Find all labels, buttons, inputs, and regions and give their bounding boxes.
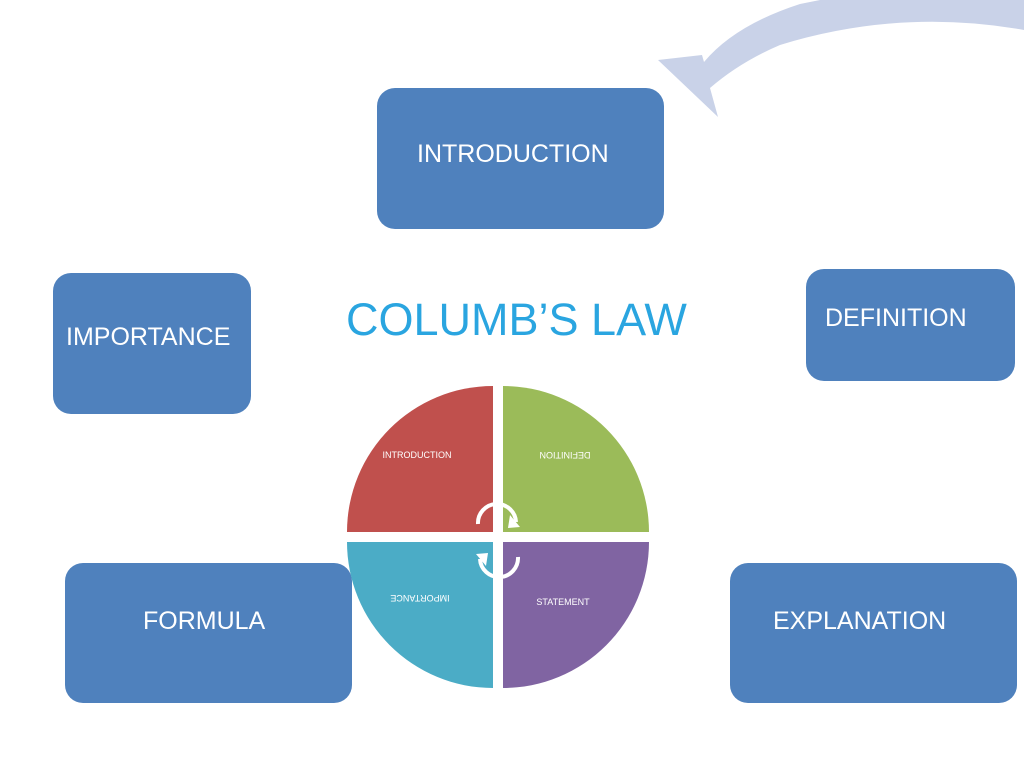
- cycle-quadrant-introduction: [347, 386, 493, 532]
- formula-box[interactable]: FORMULA: [65, 563, 352, 703]
- cycle-label-definition: DEFINITION: [540, 450, 591, 460]
- explanation-box[interactable]: EXPLANATION: [730, 563, 1017, 703]
- cycle-label-importance: IMPORTANCE: [390, 593, 449, 603]
- introduction-label: INTRODUCTION: [417, 140, 609, 168]
- definition-box[interactable]: DEFINITION: [806, 269, 1015, 381]
- cycle-quadrant-importance: [347, 542, 493, 688]
- cycle-arrows-icon: [475, 501, 521, 580]
- cycle-quadrant-definition: [503, 386, 649, 532]
- introduction-box[interactable]: INTRODUCTION: [377, 88, 664, 229]
- cycle-label-statement: STATEMENT: [536, 597, 590, 607]
- formula-label: FORMULA: [143, 607, 266, 635]
- cycle-quadrant-statement: [503, 542, 649, 688]
- importance-box[interactable]: IMPORTANCE: [53, 273, 251, 414]
- definition-label: DEFINITION: [825, 304, 967, 332]
- importance-label: IMPORTANCE: [66, 323, 231, 351]
- slide-title: COLUMB’S LAW: [346, 294, 687, 345]
- explanation-label: EXPLANATION: [773, 607, 947, 635]
- cycle-label-introduction: INTRODUCTION: [383, 450, 452, 460]
